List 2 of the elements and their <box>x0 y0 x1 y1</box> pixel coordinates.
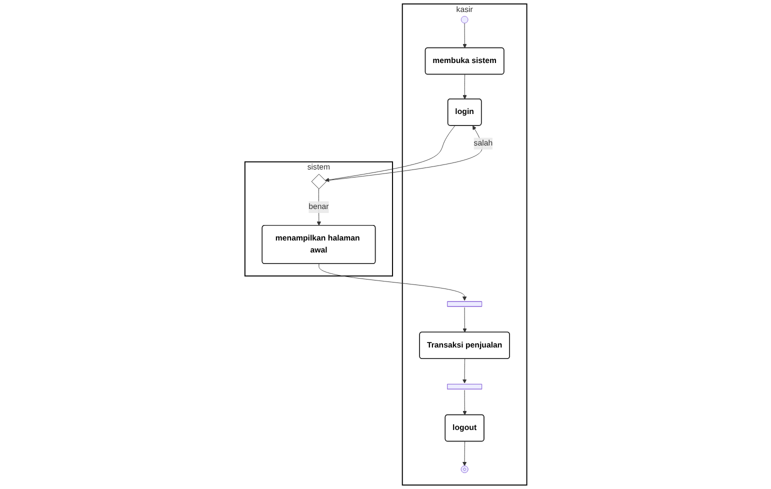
node-diamond <box>310 174 326 190</box>
node-circle <box>460 16 468 24</box>
